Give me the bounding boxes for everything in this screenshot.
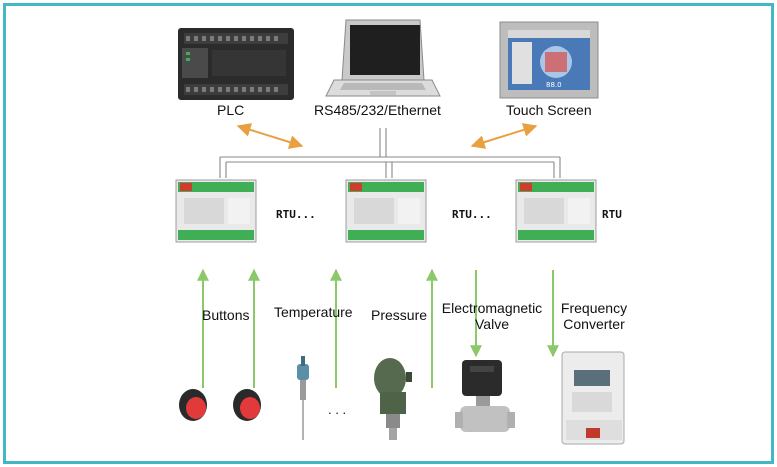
valve-label-line1: Electromagnetic: [441, 300, 543, 316]
valve-label: Electromagnetic Valve: [436, 300, 548, 332]
rtu-module-3: [515, 179, 597, 243]
plc-device: [178, 28, 294, 100]
frequency-label: Frequency Converter: [558, 300, 630, 332]
solenoid-valve: [455, 360, 515, 432]
pressure-label: Pressure: [371, 307, 428, 323]
diagram-frame: [3, 3, 774, 464]
frequency-label-line1: Frequency: [560, 300, 628, 316]
temperature-probe: [297, 356, 309, 440]
touch-screen-label: Touch Screen: [506, 102, 592, 118]
valve-label-line2: Valve: [475, 316, 509, 332]
touch-screen-device: 88.0: [499, 21, 599, 99]
push-button-2: [233, 389, 261, 421]
frequency-label-line2: Converter: [563, 316, 625, 332]
plc-label: PLC: [217, 102, 245, 118]
touch-bus-arrow: [470, 123, 538, 149]
rtu-module-2: [345, 179, 427, 243]
rtu-label-2: RTU...: [452, 208, 492, 221]
rtu-label-1: RTU...: [276, 208, 316, 221]
pressure-transmitter: [374, 358, 412, 440]
rtu-module-1: [175, 179, 257, 243]
frequency-converter: [561, 351, 625, 445]
push-button-1: [179, 389, 207, 421]
temperature-label: Temperature: [274, 304, 353, 320]
plc-bus-arrow: [236, 123, 304, 149]
rtu-label-3: RTU: [602, 208, 622, 221]
laptop-device: [325, 19, 441, 97]
buttons-label: Buttons: [202, 307, 250, 323]
touch-screen-text: 88.0: [546, 81, 562, 89]
comm-label: RS485/232/Ethernet: [314, 102, 441, 118]
ellipsis-label: . . .: [328, 402, 347, 417]
communication-bus: [219, 128, 561, 178]
